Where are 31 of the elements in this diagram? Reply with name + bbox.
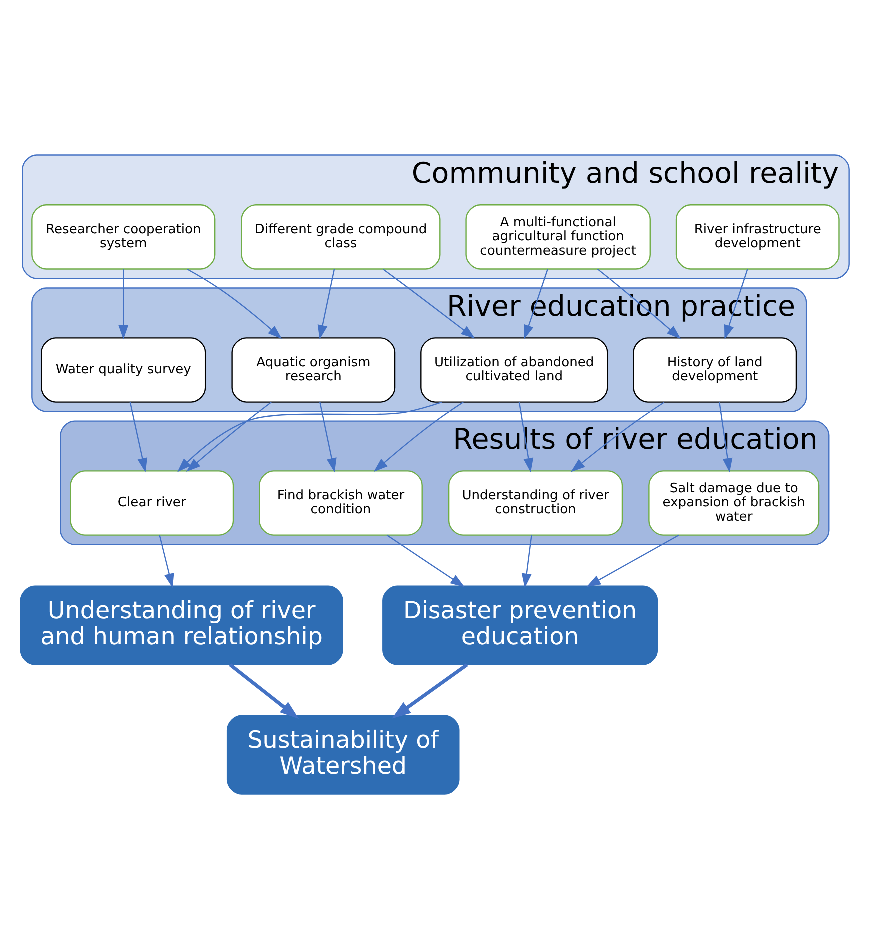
node-box: Disaster prevention education bbox=[382, 585, 658, 665]
arrow bbox=[586, 534, 680, 587]
arrow bbox=[386, 534, 465, 587]
arrow bbox=[374, 401, 464, 472]
arrow bbox=[229, 663, 300, 719]
node-box: Researcher cooperation system bbox=[32, 204, 216, 270]
node-box: A multi-functional agricultural function countermeasure project bbox=[466, 204, 651, 270]
node-box: Clear river bbox=[70, 470, 234, 536]
arrow bbox=[118, 268, 129, 340]
arrow bbox=[571, 402, 665, 472]
arrow bbox=[392, 662, 468, 718]
arrow bbox=[524, 268, 548, 340]
arrow bbox=[522, 534, 532, 588]
arrow bbox=[177, 401, 442, 472]
node-box: Understanding of river and human relationship bbox=[20, 585, 344, 665]
arrow bbox=[159, 534, 174, 588]
arrow bbox=[318, 268, 336, 340]
arrow bbox=[382, 268, 476, 338]
arrow bbox=[320, 402, 337, 472]
node-box: Find brackish water condition bbox=[259, 470, 423, 536]
node-box: Sustainability of Watershed bbox=[226, 714, 460, 794]
node-box: Understanding of river construction bbox=[448, 470, 624, 536]
arrow bbox=[186, 401, 272, 472]
node-box: Aquatic organism research bbox=[232, 337, 396, 402]
node-box: History of land development bbox=[633, 337, 798, 402]
node-box: Salt damage due to expansion of brackish water bbox=[648, 470, 820, 536]
node-box: River infrastructure development bbox=[676, 204, 840, 270]
arrow bbox=[724, 268, 748, 340]
node-box: Utilization of abandoned cultivated land bbox=[420, 337, 608, 402]
node-box: Water quality survey bbox=[41, 337, 206, 402]
node-box: Different grade compound class bbox=[241, 204, 441, 270]
